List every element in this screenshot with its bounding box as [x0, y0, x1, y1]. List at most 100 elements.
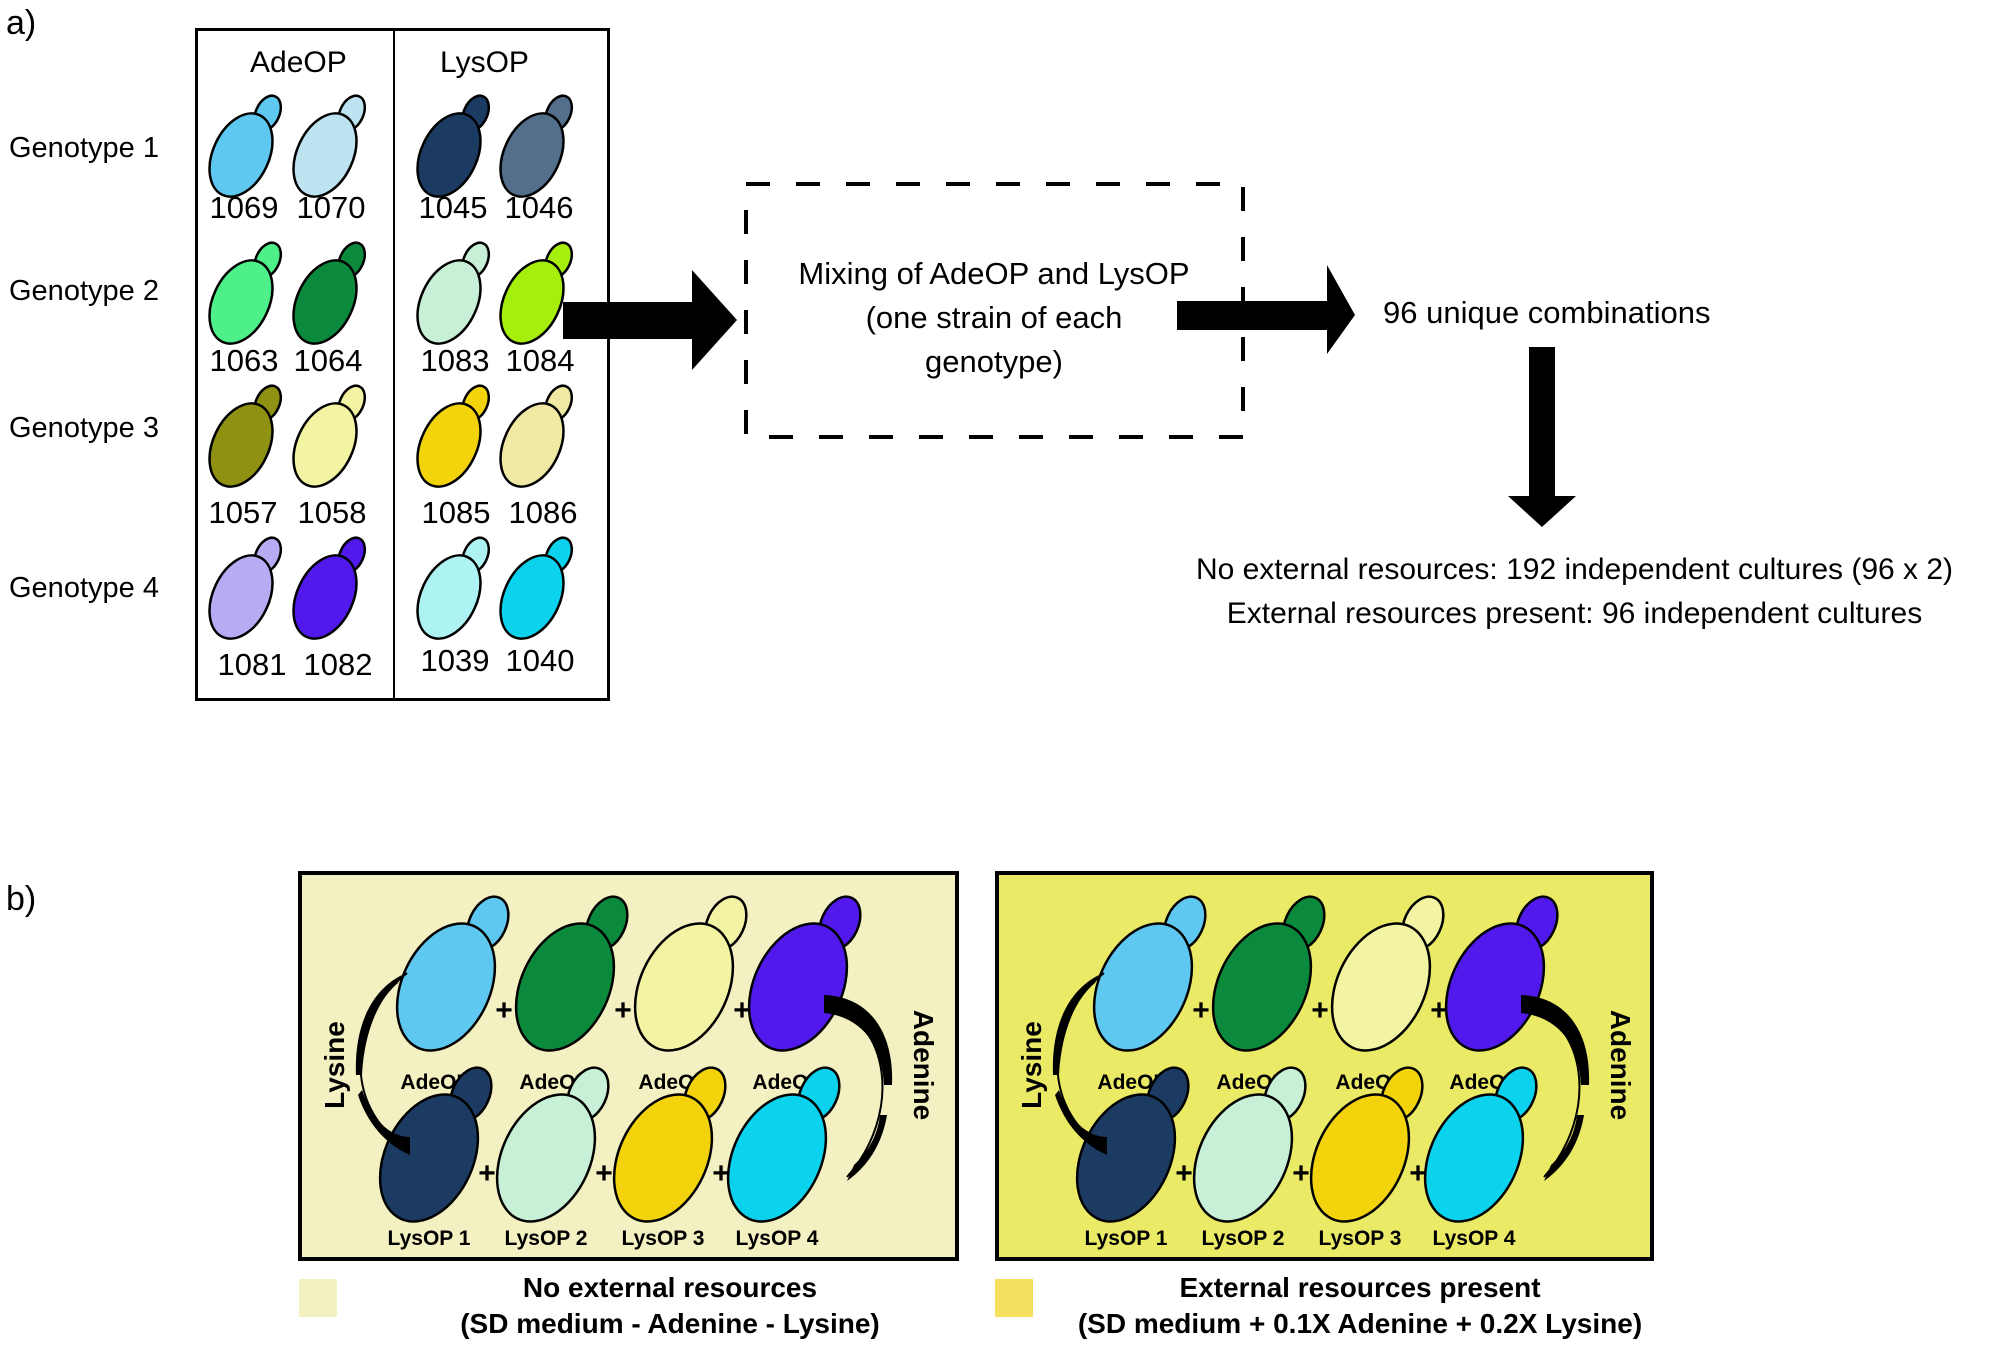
panel-b-label: b) [6, 880, 37, 918]
adenine-label: Adenine [1605, 1010, 1636, 1120]
yeast-cell-icon [292, 94, 367, 198]
yeast-cell-icon [416, 94, 491, 198]
strain-label: LysOP 3 [1319, 1227, 1402, 1250]
yeast-cell-icon [416, 384, 491, 488]
yeast-cell-icon [726, 1066, 841, 1223]
yeast-cell-icon [1211, 895, 1326, 1052]
strain-label: LysOP 4 [736, 1227, 819, 1250]
arrow-tail-icon [1521, 995, 1590, 1085]
lysine-label: Lysine [1016, 1021, 1047, 1109]
legend-title: No external resources [522, 1272, 818, 1303]
yeast-cell-icon [208, 94, 283, 198]
yeast-cell-icon [1092, 895, 1207, 1052]
strain-id: 1039 [420, 643, 490, 678]
strain-id: 1057 [208, 495, 278, 530]
plus-sign: + [478, 1157, 496, 1190]
yeast-cell-icon [208, 241, 283, 345]
strain-label: LysOP 1 [1085, 1227, 1168, 1250]
yeast-cell-icon [747, 895, 862, 1052]
mixing-text-line: genotype) [925, 344, 1063, 379]
combinations-text: 96 unique combinations [1383, 295, 1711, 330]
plus-sign: + [733, 994, 751, 1027]
yeast-cell-icon [292, 241, 367, 345]
arrow-head-icon [1544, 1115, 1584, 1181]
strain-label: LysOP 2 [505, 1227, 588, 1250]
mixing-text-line: (one strain of each [865, 300, 1123, 335]
panel-a-label: a) [6, 4, 37, 42]
arrow-head-icon [355, 975, 402, 1075]
plus-sign: + [1430, 994, 1448, 1027]
legend-swatch-no-resources [299, 1279, 337, 1317]
strain-label: LysOP 1 [388, 1227, 471, 1250]
yeast-cell-icon [395, 895, 510, 1052]
strain-id: 1081 [217, 647, 287, 682]
strain-table-box [195, 28, 610, 701]
yeast-cell-icon [208, 384, 283, 488]
strain-id: 1082 [303, 647, 373, 682]
plus-sign: + [1175, 1157, 1193, 1190]
strain-label: LysOP 2 [1202, 1227, 1285, 1250]
arrow-right-icon [563, 270, 737, 370]
cultures-text: No external resources: 192 independent c… [1150, 548, 1999, 636]
yeast-cell-icon [1444, 895, 1559, 1052]
legend-subtitle: (SD medium + 0.1X Adenine + 0.2X Lysine) [1077, 1308, 1643, 1339]
cultures-line-resources: External resources present: 96 independe… [1226, 597, 1923, 630]
arrow-head-icon [847, 1115, 887, 1181]
mixing-text: Mixing of AdeOP and LysOP (one strain of… [744, 252, 1244, 384]
genotype-label: Genotype 3 [9, 412, 159, 444]
arrow-down-icon [1508, 347, 1576, 527]
panel-a-graphics [208, 94, 1576, 640]
yeast-cell-icon [292, 384, 367, 488]
genotype-label: Genotype 4 [9, 572, 159, 604]
yeast-cell-icon [1423, 1066, 1538, 1223]
yeast-cell-icon [416, 536, 491, 640]
strain-id: 1063 [209, 343, 279, 378]
plus-sign: + [614, 994, 632, 1027]
yeast-cell-icon [292, 536, 367, 640]
yeast-cell-icon [1192, 1066, 1307, 1223]
arrow-tail-icon [824, 995, 893, 1085]
cultures-line-no-resources: No external resources: 192 independent c… [1195, 553, 1954, 586]
yeast-cell-icon [514, 895, 629, 1052]
strain-id: 1064 [293, 343, 363, 378]
arrow-tail-icon [1055, 1090, 1107, 1155]
strain-label: LysOP 4 [1433, 1227, 1516, 1250]
strain-id: 1040 [505, 643, 575, 678]
yeast-cell-icon [499, 384, 574, 488]
plus-sign: + [1292, 1157, 1310, 1190]
genotype-label: Genotype 1 [9, 132, 159, 164]
column-header-adeop: AdeOP [250, 46, 347, 79]
arrow-right-icon [1177, 265, 1355, 354]
legend-title: External resources present [1179, 1272, 1541, 1303]
lysine-label: Lysine [319, 1021, 350, 1109]
strain-id: 1085 [421, 495, 491, 530]
yeast-cell-icon [208, 536, 283, 640]
plus-sign: + [1192, 994, 1210, 1027]
yeast-cell-icon [1330, 895, 1445, 1052]
yeast-cell-icon [499, 94, 574, 198]
legend-subtitle: (SD medium - Adenine - Lysine) [460, 1308, 880, 1339]
yeast-cell-icon [416, 241, 491, 345]
yeast-cell-icon [1309, 1066, 1424, 1223]
strain-label: LysOP 3 [622, 1227, 705, 1250]
plus-sign: + [712, 1157, 730, 1190]
plus-sign: + [495, 994, 513, 1027]
plus-sign: + [595, 1157, 613, 1190]
legend-text-resources-present: External resources present (SD medium + … [1040, 1270, 1680, 1342]
plus-sign: + [1409, 1157, 1427, 1190]
strain-id: 1084 [505, 343, 575, 378]
strain-id: 1069 [209, 190, 279, 225]
legend-swatch-resources-present [995, 1279, 1033, 1317]
strain-id: 1086 [508, 495, 578, 530]
plus-sign: + [1311, 994, 1329, 1027]
yeast-cell-icon [499, 241, 574, 345]
yeast-cell-icon [495, 1066, 610, 1223]
yeast-cell-icon [612, 1066, 727, 1223]
genotype-label: Genotype 2 [9, 275, 159, 307]
mixing-text-line: Mixing of AdeOP and LysOP [798, 256, 1190, 291]
yeast-cell-icon [378, 1066, 493, 1223]
